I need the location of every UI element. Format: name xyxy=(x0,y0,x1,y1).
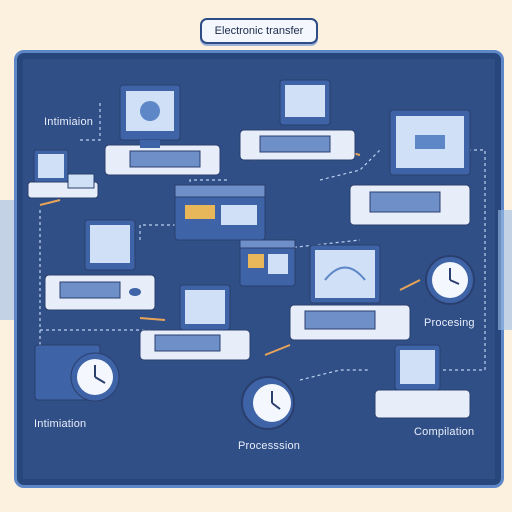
laptop-topleft xyxy=(27,149,99,199)
label-intimiaion: Intimiaion xyxy=(44,116,94,128)
connector-topleft xyxy=(80,100,101,141)
connector-right-vertical xyxy=(420,149,486,371)
monitor-top-2 xyxy=(239,79,356,161)
left-edge-accent xyxy=(0,200,14,320)
diagram-title: Electronic transfer xyxy=(200,18,318,44)
arrow-5 xyxy=(264,344,291,356)
clock-bottom-center-icon xyxy=(241,376,295,430)
connector-bottom xyxy=(299,369,370,381)
label-processsion: Processsion xyxy=(238,440,301,452)
connector-center-right xyxy=(319,149,381,181)
label-procesing: Procesing xyxy=(424,317,475,329)
server-center xyxy=(174,184,266,241)
laptop-left-middle xyxy=(44,219,156,311)
clock-right-icon xyxy=(425,255,475,305)
monitor-top-right xyxy=(349,109,471,226)
right-edge-accent xyxy=(498,210,512,330)
arrow-3 xyxy=(399,279,421,291)
laptop-center xyxy=(139,284,251,361)
label-compilation: Compilation xyxy=(414,426,475,438)
label-intimiation: Intimiation xyxy=(34,418,87,430)
clock-box-bottomleft-icon xyxy=(34,344,120,402)
server-small xyxy=(239,239,296,287)
arrow-4 xyxy=(139,317,166,321)
monitor-top-1 xyxy=(104,84,221,176)
laptop-right xyxy=(289,244,411,341)
laptop-bottom-right xyxy=(374,344,471,419)
arrow-7 xyxy=(39,199,61,206)
